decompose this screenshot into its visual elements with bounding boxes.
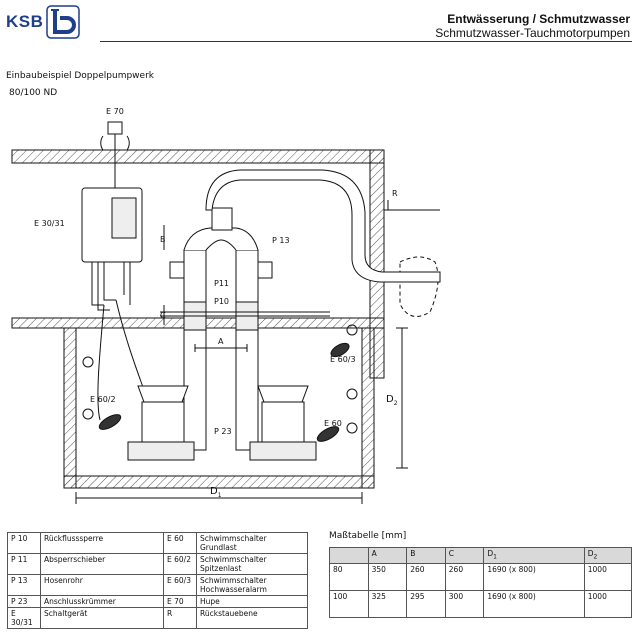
ceiling-slab (11, 149, 385, 164)
discharge-pit (399, 256, 439, 317)
label-d2: D2 (386, 394, 398, 407)
label-p11: P11 (214, 279, 229, 288)
label-e60: E 60 (324, 419, 342, 428)
float-e60-3 (330, 342, 350, 358)
label-b: B (160, 235, 166, 244)
installation-drawing: E 70 E 30/31 P 13 P11 P10 A B C R E 60/3… (11, 107, 441, 504)
label-e70: E 70 (106, 107, 124, 116)
label-a: A (218, 337, 224, 346)
pump-right (249, 385, 317, 461)
gate-valve-left (169, 261, 185, 279)
header-rule (100, 41, 632, 42)
label-d1: D1 (210, 486, 222, 499)
label-p13: P 13 (272, 236, 290, 245)
shaft-left-wall (63, 327, 77, 489)
horn-e70 (107, 121, 123, 135)
y-pipe-p13 (183, 227, 259, 251)
dimension-table-title: Maßtabelle [mm] (329, 531, 407, 541)
label-p10: P10 (214, 297, 229, 306)
brand-name: KSB (6, 12, 44, 31)
dimension-table: A B C D1 D2 80 350 260 260 1690 (x 800) … (329, 547, 633, 618)
label-e60-3: E 60/3 (330, 355, 356, 364)
ksb-logo: KSB (6, 4, 81, 40)
shaft-bottom (63, 475, 375, 489)
header-subtitle: Schmutzwasser-Tauchmotorpumpen (435, 26, 630, 40)
header-title: Entwässerung / Schmutzwasser (447, 12, 630, 26)
shaft-right-wall (361, 327, 375, 489)
label-r: R (392, 189, 398, 198)
ksb-logo-icon (46, 5, 81, 39)
pump-left (127, 385, 195, 461)
table-header-row: A B C D1 D2 (329, 547, 633, 564)
gate-valve-right (257, 261, 273, 279)
label-e30-31: E 30/31 (34, 219, 65, 228)
label-e60-2: E 60/2 (90, 395, 116, 404)
float-e60 (316, 426, 340, 442)
float-e60-2 (98, 414, 122, 430)
label-p23: P 23 (214, 427, 232, 436)
caption-title: Einbaubeispiel Doppelpumpwerk (6, 71, 154, 81)
header-pipe (205, 169, 441, 283)
caption-size: 80/100 ND (9, 88, 58, 98)
table-row: 80 350 260 260 1690 (x 800) 1000 (329, 563, 633, 591)
table-row: 100 325 295 300 1690 (x 800) 1000 (329, 590, 633, 618)
label-c: C (160, 311, 166, 320)
